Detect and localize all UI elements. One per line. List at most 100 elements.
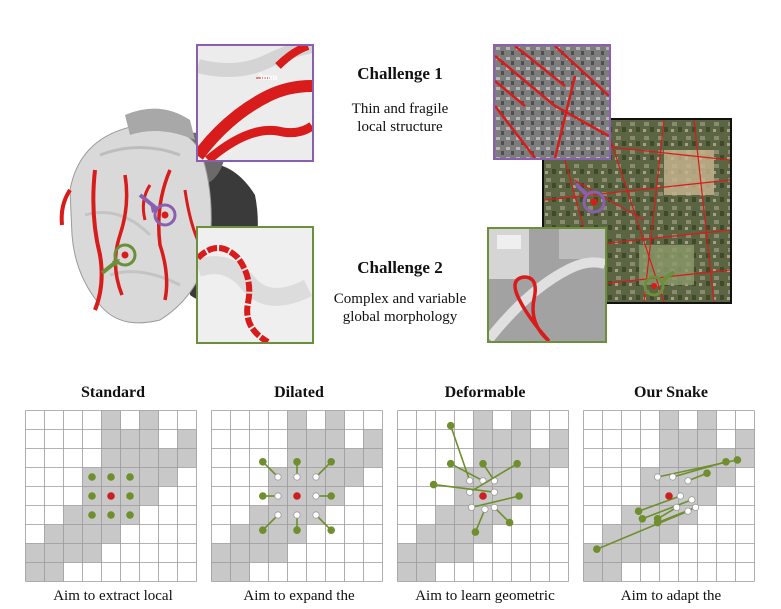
- original-sample: [673, 503, 681, 512]
- challenge-1-desc-line1: Thin and fragile: [351, 101, 449, 117]
- original-sample: [676, 492, 685, 500]
- gray-cell: [473, 410, 493, 430]
- sample-point: [513, 459, 521, 468]
- gray-cell: [101, 429, 121, 449]
- original-sample: [669, 473, 677, 481]
- gray-cell: [120, 429, 140, 449]
- gray-cell: [101, 410, 121, 430]
- gray-cell: [249, 505, 269, 525]
- gray-cell: [177, 429, 197, 449]
- sample-point: [327, 458, 335, 466]
- gray-cell: [435, 524, 455, 544]
- gray-cell: [735, 429, 755, 449]
- kernel-grid-dilated: [211, 410, 383, 582]
- gray-cell: [716, 467, 736, 487]
- gray-cell: [101, 524, 121, 544]
- gray-cell: [659, 410, 679, 430]
- gray-cell: [82, 543, 102, 563]
- gray-cell: [530, 448, 550, 468]
- sample-point: [107, 511, 115, 519]
- gray-cell: [230, 562, 250, 582]
- offset-arrow: [638, 495, 681, 512]
- gray-cell: [435, 505, 455, 525]
- gray-cell: [82, 524, 102, 544]
- gray-cell: [211, 543, 231, 563]
- sample-point: [515, 492, 523, 500]
- gray-cell: [602, 524, 622, 544]
- gray-cell: [583, 562, 603, 582]
- gray-cell: [139, 410, 159, 430]
- gray-cell: [101, 448, 121, 468]
- gray-cell: [139, 448, 159, 468]
- original-sample: [654, 473, 662, 481]
- gray-cell: [678, 505, 698, 525]
- gray-cell: [659, 429, 679, 449]
- satellite-zoom-thin: [493, 44, 611, 160]
- gray-cell: [416, 562, 436, 582]
- gray-cell: [697, 486, 717, 506]
- gray-cell: [602, 562, 622, 582]
- measure-label: 3mm: [258, 72, 278, 82]
- offset-arrow: [433, 483, 495, 493]
- original-sample: [274, 511, 282, 519]
- sample-point: [593, 545, 601, 553]
- gray-cell: [530, 467, 550, 487]
- caption-our-snake: Aim to adapt the: [620, 588, 722, 604]
- gray-cell: [511, 429, 531, 449]
- challenge-1-title: Challenge 1: [357, 64, 443, 83]
- gray-cell: [306, 429, 326, 449]
- gray-cell: [640, 467, 660, 487]
- gray-cell: [435, 543, 455, 563]
- challenge-2-desc-line2: global morphology: [342, 309, 458, 325]
- gray-cell: [63, 543, 83, 563]
- original-sample: [490, 503, 499, 512]
- gray-cell: [344, 448, 364, 468]
- gray-cell: [454, 524, 474, 544]
- sample-point: [259, 526, 267, 534]
- sample-point: [634, 507, 643, 515]
- heart-zoom-morphology: [196, 226, 314, 344]
- gray-cell: [325, 410, 345, 430]
- sample-point: [446, 459, 455, 468]
- gray-cell: [268, 543, 288, 563]
- caption-standard: Aim to extract local: [53, 588, 173, 604]
- gray-cell: [602, 543, 622, 563]
- gray-cell: [659, 467, 679, 487]
- gray-cell: [306, 448, 326, 468]
- sample-point: [446, 421, 455, 430]
- original-sample: [468, 503, 476, 512]
- original-sample: [312, 511, 320, 519]
- gray-cell: [287, 410, 307, 430]
- center-point: [107, 492, 115, 500]
- sample-point: [505, 518, 514, 527]
- gray-cell: [659, 448, 679, 468]
- gray-cell: [735, 448, 755, 468]
- gray-cell: [211, 562, 231, 582]
- challenge-2-desc-line1: Complex and variable: [333, 291, 467, 307]
- kernel-grid-deformable: [397, 410, 569, 582]
- original-sample: [312, 473, 320, 481]
- sample-point: [259, 492, 267, 500]
- gray-cell: [363, 429, 383, 449]
- gray-cell: [177, 448, 197, 468]
- heart-zoom-thin: 3mm: [196, 44, 314, 162]
- sample-point: [107, 473, 115, 481]
- offset-arrow: [471, 495, 520, 509]
- kernel-grid-standard: [25, 410, 197, 582]
- center-point: [665, 492, 673, 500]
- gray-cell: [63, 524, 83, 544]
- offset-arrow: [642, 499, 693, 520]
- gray-cell: [621, 524, 641, 544]
- kernel-grid-our-snake: [583, 410, 755, 582]
- sample-point: [653, 515, 662, 523]
- panel-title-our-snake: Our Snake: [634, 384, 708, 401]
- original-sample: [684, 477, 692, 485]
- gray-cell: [25, 543, 45, 563]
- gray-cell: [325, 486, 345, 506]
- gray-cell: [139, 467, 159, 487]
- gray-cell: [659, 524, 679, 544]
- gray-cell: [44, 562, 64, 582]
- original-sample: [490, 488, 499, 496]
- gray-cell: [363, 448, 383, 468]
- sample-point: [638, 515, 647, 523]
